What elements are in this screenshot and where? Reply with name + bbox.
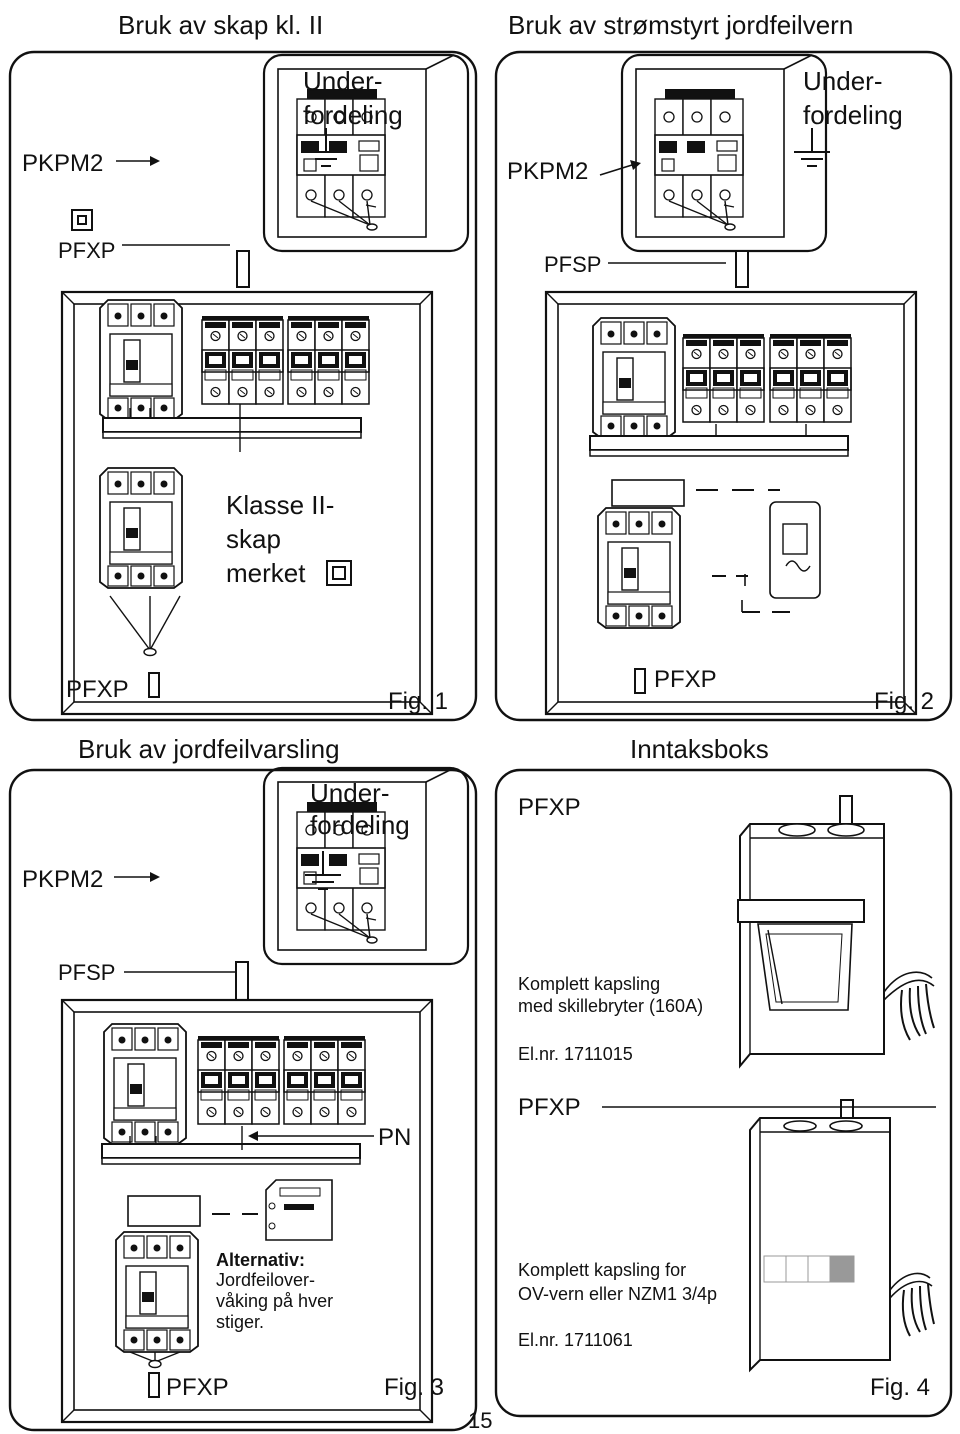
fig4-desc1-line1: Komplett kapsling [518, 974, 661, 994]
fig2-pfxp-label: PFXP [654, 666, 717, 693]
fig3-pfsp-label: PFSP [58, 960, 116, 985]
fig1-pkpm2-label: PKPM2 [22, 150, 104, 177]
fig3-underfordeling-line2: fordeling [310, 810, 410, 840]
class-ii-double-square-icon [326, 560, 352, 586]
class-ii-double-square-icon [71, 209, 93, 231]
fig1-klasse-line2: skap [226, 524, 281, 554]
fig1-drawing [60, 53, 470, 716]
fig4-desc2-line2: OV-vern eller NZM1 3/4p [518, 1284, 718, 1304]
fig1-klasse-line1: Klasse II- [226, 490, 335, 520]
fig4-title: Inntaksboks [630, 734, 769, 764]
fig3-underfordeling-line1: Under- [310, 778, 390, 808]
fig3-fig-label: Fig. 3 [384, 1374, 445, 1401]
fig2-frame [494, 50, 953, 722]
fig1-pfxp-bottom-label: PFXP [66, 676, 129, 703]
fig1-underfordeling-line1: Under- [303, 66, 383, 96]
fig4-elnr1: El.nr. 1711015 [518, 1044, 633, 1064]
fig3-pn-label: PN [378, 1124, 412, 1151]
fig3-title: Bruk av jordfeilvarsling [78, 734, 340, 764]
cable-gland-icon [148, 1372, 160, 1398]
cable-gland-icon [148, 672, 160, 698]
fig2-fig-label: Fig. 2 [874, 688, 935, 715]
fig2-pfsp-label: PFSP [544, 252, 602, 277]
fig3-alt-line2: Jordfeilover- [216, 1270, 316, 1290]
fig2-title: Bruk av strømstyrt jordfeilvern [508, 10, 854, 40]
fig3-pfxp-label: PFXP [166, 1374, 229, 1401]
fig2-pkpm2-label: PKPM2 [507, 158, 589, 185]
page-number: 15 [468, 1408, 493, 1433]
fig4-pfxp-mid-label: PFXP [518, 1094, 581, 1121]
fig4-desc2-line1: Komplett kapsling for [518, 1260, 687, 1280]
fig4-fig-label: Fig. 4 [870, 1374, 931, 1401]
fig4-drawing [602, 795, 936, 1373]
fig3-frame [8, 768, 478, 1432]
fig1-pfxp-top-label: PFXP [58, 238, 116, 263]
fig3-alt-line4: stiger. [216, 1312, 265, 1332]
fig2-underfordeling-line1: Under- [803, 66, 883, 96]
fig1-frame [8, 50, 478, 722]
cable-gland-icon [634, 668, 646, 694]
fig4-frame [494, 768, 953, 1418]
fig2-drawing [544, 53, 918, 716]
fig3-alt-line3: våking på hver [216, 1291, 334, 1311]
fig4-elnr2: El.nr. 1711061 [518, 1330, 633, 1350]
fig1-title: Bruk av skap kl. II [118, 10, 324, 40]
fig3-drawing [60, 766, 470, 1424]
fig4-desc1-line2: med skillebryter (160A) [518, 996, 704, 1016]
fig1-fig-label: Fig. 1 [388, 688, 449, 715]
fig3-alt-line1: Alternativ: [216, 1250, 306, 1270]
fig4-pfxp-top-label: PFXP [518, 794, 581, 821]
fig1-klasse-line3: merket [226, 558, 306, 588]
fig2-underfordeling-line2: fordeling [803, 100, 903, 130]
fig1-underfordeling-line2: fordeling [303, 100, 403, 130]
fig3-pkpm2-label: PKPM2 [22, 866, 104, 893]
